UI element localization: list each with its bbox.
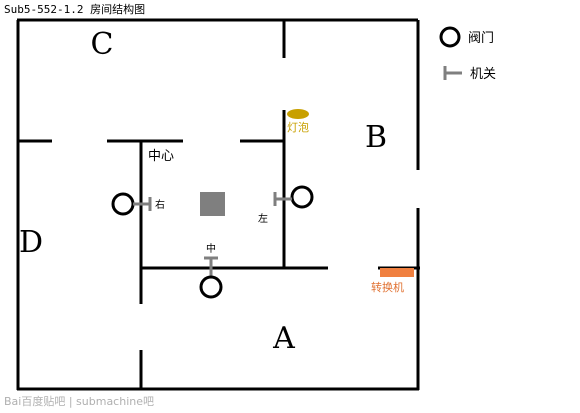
valve-right-icon	[111, 192, 135, 216]
legend-valve-label: 阀门	[468, 31, 494, 46]
valve-middle[interactable]	[199, 275, 223, 299]
switch-left[interactable]	[273, 192, 292, 206]
bulb-icon[interactable]	[287, 109, 309, 119]
legend-valve-icon	[439, 26, 461, 48]
center-room-label: 中心	[148, 149, 174, 164]
bulb-label: 灯泡	[287, 120, 309, 134]
valve-right[interactable]	[111, 192, 135, 216]
map-title: Sub5-552-1.2 房间结构图	[4, 2, 145, 16]
watermark: Bai百度贴吧 | submachine吧	[4, 394, 154, 408]
valve-middle-icon	[199, 275, 223, 299]
switch-right-label: 右	[155, 198, 165, 211]
switch-right[interactable]	[133, 197, 152, 211]
center-block	[200, 192, 225, 216]
room-label-a: A	[272, 321, 295, 356]
converter-icon[interactable]	[380, 268, 414, 277]
switch-middle-label: 中	[206, 242, 216, 255]
switch-left-label: 左	[258, 212, 268, 225]
legend-switch-icon	[443, 66, 462, 80]
switch-middle[interactable]	[204, 256, 218, 277]
room-label-d: D	[19, 225, 43, 260]
legend: 阀门 机关	[439, 26, 496, 82]
legend-switch-label: 机关	[470, 67, 496, 82]
room-label-b: B	[365, 120, 387, 155]
converter-label: 转换机	[371, 280, 404, 294]
valve-left[interactable]	[290, 185, 314, 209]
valve-left-icon	[290, 185, 314, 209]
room-label-c: C	[91, 27, 114, 62]
